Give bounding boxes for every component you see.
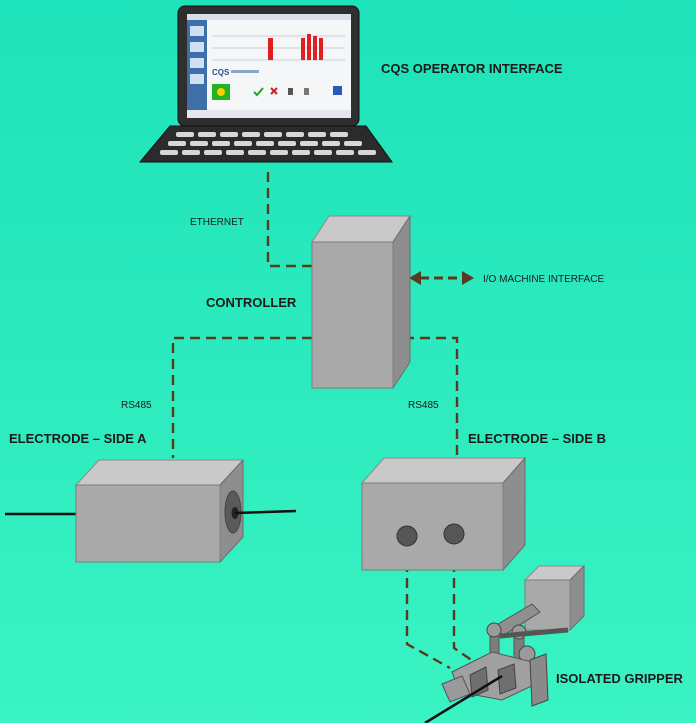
electrode-b-port-left xyxy=(396,525,418,547)
screen-logo: CQS xyxy=(212,68,230,77)
io-arrow xyxy=(409,271,474,285)
label-electrode-b: ELECTRODE – SIDE B xyxy=(468,431,606,446)
label-controller: CONTROLLER xyxy=(206,295,297,310)
label-ethernet: ETHERNET xyxy=(190,217,244,228)
isolated-gripper xyxy=(424,564,586,723)
cross-icon xyxy=(270,87,278,95)
screen-bar xyxy=(268,38,273,60)
label-io-interface: I/O MACHINE INTERFACE xyxy=(483,274,604,285)
label-rs485-b: RS485 xyxy=(408,400,439,411)
electrode-b xyxy=(360,456,527,572)
label-gripper: ISOLATED GRIPPER xyxy=(556,671,683,686)
screen-bar xyxy=(313,36,317,60)
laptop-screen: CQS xyxy=(187,14,351,118)
electrode-a xyxy=(5,458,297,564)
arrow-left-icon xyxy=(409,271,421,285)
label-operator-interface: CQS OPERATOR INTERFACE xyxy=(381,61,563,76)
label-electrode-a: ELECTRODE – SIDE A xyxy=(9,431,147,446)
screen-bar xyxy=(319,38,323,60)
rs485-b-line xyxy=(404,336,459,460)
check-icon xyxy=(253,87,264,97)
controller-box xyxy=(311,214,411,390)
arrow-right-icon xyxy=(462,271,474,285)
rs485-a-line xyxy=(171,336,312,458)
gripper-wire xyxy=(424,674,503,723)
connectors xyxy=(171,172,481,670)
label-rs485-a: RS485 xyxy=(121,400,152,411)
screen-bar xyxy=(307,34,311,60)
gripper-line-right xyxy=(452,546,481,667)
ethernet-line xyxy=(266,172,312,268)
electrode-a-wire-right xyxy=(234,509,297,515)
gripper-line-left xyxy=(405,546,451,670)
electrode-b-port-right xyxy=(443,523,465,545)
screen-bar xyxy=(301,38,305,60)
keyboard xyxy=(160,132,376,155)
laptop: CQS xyxy=(138,5,393,163)
